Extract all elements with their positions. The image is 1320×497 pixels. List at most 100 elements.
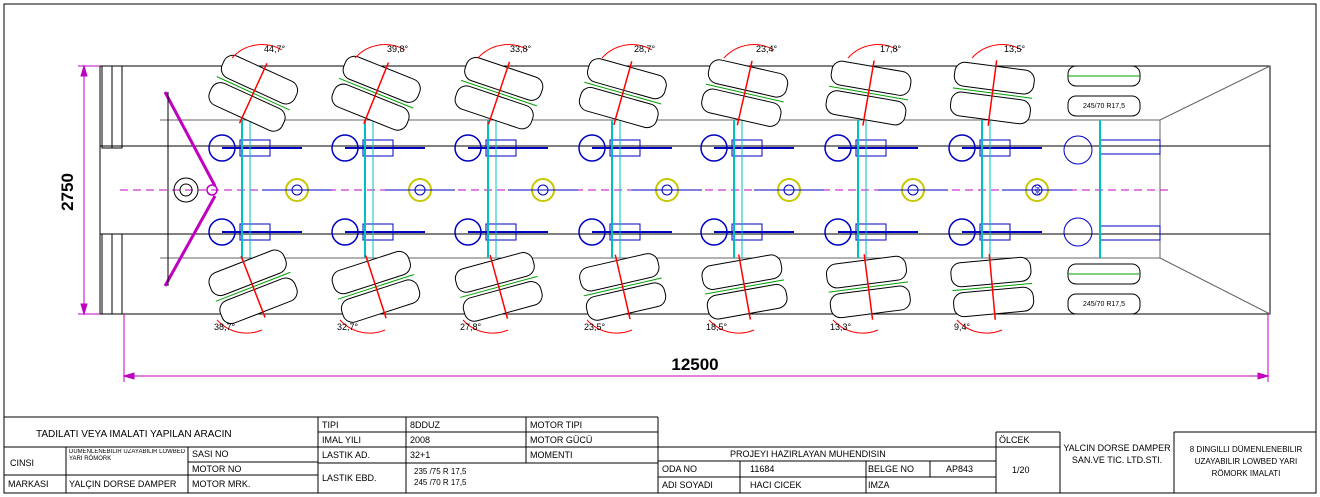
cinsi-label: CINSI: [10, 458, 35, 468]
motor-no-label: MOTOR NO: [192, 464, 242, 474]
steer-axis: [489, 254, 509, 319]
markasi-label: MARKASI: [8, 479, 49, 489]
belge-no-value: AP843: [946, 464, 974, 474]
axle-assembly: 28,7°23,5°: [578, 44, 702, 334]
hub: [208, 134, 236, 162]
brake-chamber: [731, 223, 763, 241]
company-name: YALCIN DORSE DAMPER SAN.VE TIC. LTD.STI.: [1063, 443, 1171, 465]
length-dimension: [122, 314, 1270, 382]
oda-no-label: ODA NO: [662, 464, 698, 474]
bottom-tire-pair: [454, 252, 543, 322]
bottom-tire-pair: [950, 254, 1035, 320]
height-dimension-label: 2750: [58, 173, 77, 211]
angle-arc-top: [847, 44, 899, 59]
brake-chamber: [362, 139, 394, 157]
brake-chamber: [362, 223, 394, 241]
tire-label: 245/70 R17,5: [1083, 301, 1125, 308]
steer-angle-bottom: 27,8°: [460, 322, 482, 332]
front-steering-linkage: [163, 91, 218, 287]
steer-angle-top: 17,8°: [880, 44, 902, 54]
brake-chamber: [855, 223, 887, 241]
steer-axis: [365, 255, 387, 319]
steer-axis: [863, 254, 874, 320]
steer-angle-bottom: 9,4°: [954, 322, 971, 332]
brake-chamber: [239, 139, 271, 157]
steer-axis: [613, 61, 633, 126]
bottom-tire-pair: [701, 254, 788, 320]
angle-arc-bottom: [708, 319, 755, 334]
motor-tipi-label: MOTOR TIPI: [530, 420, 583, 430]
steer-axis: [987, 60, 998, 126]
adi-soyadi-value: HACI CICEK: [750, 480, 802, 490]
hub: [824, 134, 852, 162]
axle-assembly: 39,8°32,7°: [331, 44, 455, 334]
steer-angle-bottom: 38,7°: [214, 322, 236, 332]
steer-axis: [736, 60, 753, 126]
brake-chamber: [485, 223, 517, 241]
hub: [331, 134, 359, 162]
olcek-label: ÖLCEK: [999, 435, 1030, 445]
angle-arc-top: [723, 44, 775, 59]
bottom-tire-pair: [579, 253, 667, 321]
brake-chamber: [979, 139, 1011, 157]
steer-axis: [737, 254, 752, 320]
steer-axis: [988, 254, 996, 320]
top-tire-pair: [701, 59, 789, 127]
lastik-ad-label: LASTIK AD.: [322, 450, 371, 460]
hub: [700, 134, 728, 162]
steer-axis: [487, 61, 511, 125]
hub: [948, 218, 976, 246]
top-tire-pair: [331, 55, 421, 131]
motor-gucu-label: MOTOR GÜCÜ: [530, 435, 593, 445]
tipi-label: TIPI: [322, 420, 339, 430]
angle-arc-bottom: [339, 319, 386, 334]
lastik-ebd-value-2: 245 /70 R 17,5: [414, 478, 467, 487]
drawing-border: [3, 3, 1317, 494]
steer-angle-top: 33,8°: [510, 44, 532, 54]
lastik-ad-value: 32+1: [410, 450, 431, 460]
height-dimension: [78, 64, 100, 316]
axle-group: 44,7° 38,7° 39,8°32,7° 33,8° 27,8° 28,7°23,5°…: [208, 44, 1125, 334]
axle-assembly: 44,7° 38,7°: [208, 44, 332, 334]
markasi-value: YALÇIN DORSE DAMPER: [69, 479, 177, 489]
steer-axis: [363, 62, 390, 125]
angle-arc-bottom: [462, 319, 509, 334]
hub: [331, 218, 359, 246]
steer-angle-top: 28,7°: [634, 44, 656, 54]
hub: [454, 134, 482, 162]
motor-mrk-label: MOTOR MRK.: [192, 479, 251, 489]
steer-angle-top: 13,5°: [1004, 44, 1026, 54]
cinsi-value: DÜMENLENEBILIR UZAYABILIR LOWBED YARI RÖ…: [69, 449, 186, 462]
brake-chamber: [609, 139, 641, 157]
engineer-caption: PROJEYI HAZIRLAYAN MUHENDISIN: [730, 449, 886, 459]
imza-label: IMZA: [868, 480, 890, 490]
top-tire-pair: [454, 56, 544, 130]
steer-axis: [238, 62, 268, 124]
hub: [454, 218, 482, 246]
hub: [208, 218, 236, 246]
brake-chamber: [855, 139, 887, 157]
top-tire-pair: [949, 60, 1035, 126]
steer-angle-bottom: 18,5°: [706, 322, 728, 332]
axle-assembly: 13,5° 9,4°: [948, 44, 1072, 334]
steer-angle-top: 23,4°: [756, 44, 778, 54]
inner-dimension-label: 960: [1035, 184, 1042, 196]
angle-arc-top: [354, 44, 406, 59]
angle-arc-top: [971, 44, 1023, 59]
steer-angle-top: 44,7°: [264, 44, 286, 54]
momenti-label: MOMENTI: [530, 450, 573, 460]
olcek-value: 1/20: [1012, 465, 1030, 475]
bottom-tire-pair: [825, 254, 911, 320]
rear-tires: [1063, 65, 1161, 315]
oda-no-value: 11684: [750, 464, 775, 474]
hub: [578, 218, 606, 246]
brake-chamber: [979, 223, 1011, 241]
steer-axis: [614, 254, 631, 320]
brake-chamber: [485, 139, 517, 157]
vehicle-caption: TADILATI VEYA IMALATI YAPILAN ARACIN: [36, 429, 232, 440]
belge-no-label: BELGE NO: [868, 464, 915, 474]
angle-arc-bottom: [832, 319, 879, 334]
hub: [824, 218, 852, 246]
adi-soyadi-label: ADI SOYADI: [662, 480, 713, 490]
